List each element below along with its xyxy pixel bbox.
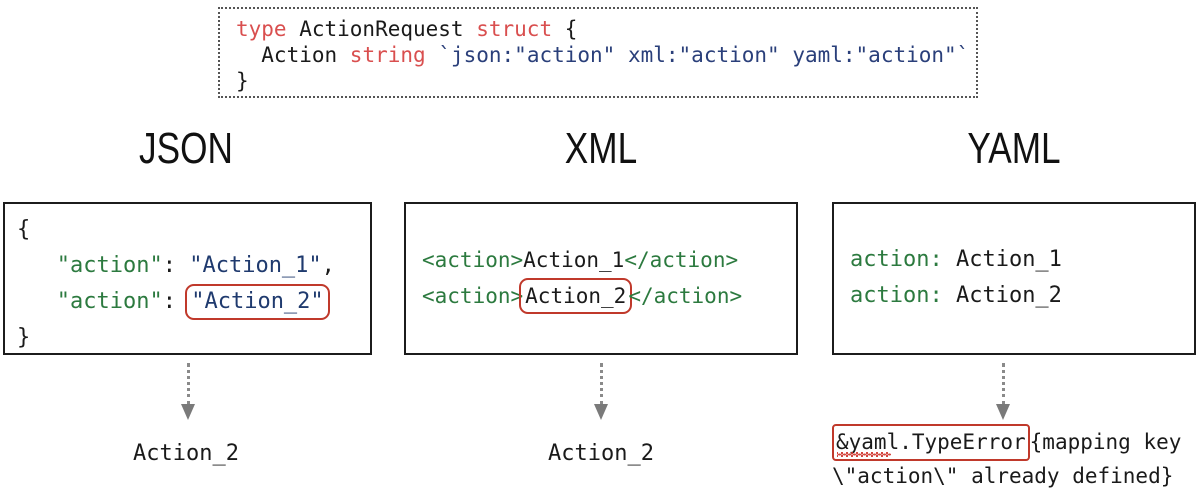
yaml-error-type-label: &yaml.TypeError xyxy=(836,430,1026,454)
keyword-type: type xyxy=(236,17,300,41)
struct-tag-literal: `json:"action" xml:"action" yaml:"action… xyxy=(438,43,970,67)
output-result-json: Action_2 xyxy=(133,441,239,466)
json-key-1: "action" xyxy=(56,253,163,278)
xml-content-1: Action_1 xyxy=(523,248,625,272)
field-name-action: Action xyxy=(236,43,350,67)
column-heading-json: JSON xyxy=(139,124,233,173)
arrow-head xyxy=(181,404,195,420)
yaml-value-1: Action_1 xyxy=(942,247,1062,272)
output-result-yaml: &yaml.TypeError{mapping key \"action\" a… xyxy=(832,424,1200,492)
yaml-error-message-part1: {mapping key xyxy=(1029,430,1182,454)
xml-close-tag-1: </action> xyxy=(624,248,739,272)
spellcheck-squiggle-icon xyxy=(837,452,891,457)
xml-code-box: <action>Action_1</action> <action>Action… xyxy=(404,202,798,355)
json-close-brace: } xyxy=(17,325,31,350)
yaml-code-text: action: Action_1 action: Action_2 xyxy=(834,204,1194,314)
yaml-value-2: Action_2 xyxy=(942,283,1062,308)
json-code-box: { "action": "Action_1", "action": "Actio… xyxy=(3,202,372,355)
arrow-stem xyxy=(600,363,603,405)
yaml-key-1: action: xyxy=(850,247,943,272)
json-value-2-highlighted: "Action_2" xyxy=(185,284,330,320)
keyword-string: string xyxy=(349,43,439,67)
json-colon-2: : xyxy=(162,289,190,314)
brace-close: } xyxy=(236,69,249,93)
go-struct-code-text: type ActionRequest struct { Action strin… xyxy=(236,16,969,94)
column-heading-xml: XML xyxy=(564,124,638,173)
yaml-code-box: action: Action_1 action: Action_2 xyxy=(832,202,1196,355)
output-result-xml: Action_2 xyxy=(548,441,654,466)
column-heading-yaml: YAML xyxy=(967,124,1061,173)
xml-close-tag-2: </action> xyxy=(628,284,743,308)
json-value-1: "Action_1" xyxy=(189,253,322,278)
xml-open-tag-1: <action> xyxy=(422,248,524,272)
yaml-key-2: action: xyxy=(850,283,943,308)
arrow-stem xyxy=(187,363,190,405)
arrow-head xyxy=(996,404,1010,420)
brace-open: { xyxy=(564,17,578,41)
xml-open-tag-2: <action> xyxy=(422,284,524,308)
xml-content-2-highlighted: Action_2 xyxy=(519,278,633,314)
json-code-text: { "action": "Action_1", "action": "Actio… xyxy=(5,204,370,356)
json-comma-1: , xyxy=(321,253,335,278)
type-name-actionrequest: ActionRequest xyxy=(299,17,477,41)
keyword-struct: struct xyxy=(476,17,565,41)
json-key-2: "action" xyxy=(56,289,163,314)
xml-code-text: <action>Action_1</action> <action>Action… xyxy=(406,204,796,314)
json-colon-1: : xyxy=(162,253,190,278)
arrow-head xyxy=(594,404,608,420)
arrow-stem xyxy=(1002,363,1005,405)
yaml-error-type-highlighted: &yaml.TypeError xyxy=(832,424,1030,461)
yaml-error-message-part2: \"action\" already defined} xyxy=(832,464,1174,488)
go-struct-code-block: type ActionRequest struct { Action strin… xyxy=(218,7,978,98)
json-open-brace: { xyxy=(17,217,31,242)
